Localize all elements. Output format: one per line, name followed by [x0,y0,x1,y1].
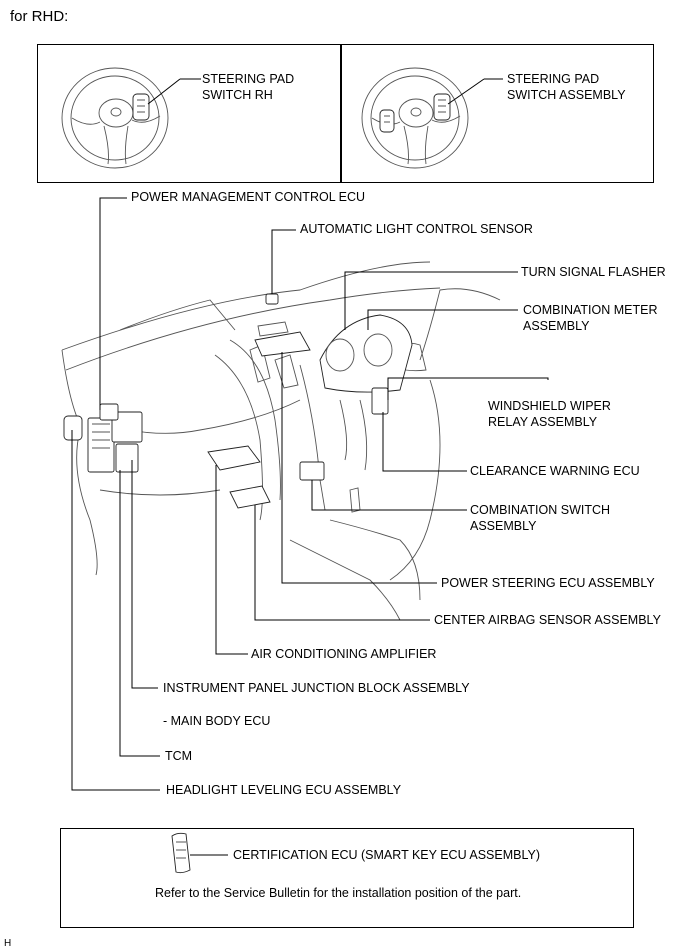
label-airbag-sensor: CENTER AIRBAG SENSOR ASSEMBLY [434,613,661,627]
label-steering-pad-assembly-line2: SWITCH ASSEMBLY [507,88,626,102]
steering-wheel-left-drawing [61,67,169,169]
leader-lines [71,197,549,791]
label-wiper-relay-line1: WINDSHIELD WIPER [488,399,611,413]
corner-mark: H [4,938,12,949]
label-certification-ecu: CERTIFICATION ECU (SMART KEY ECU ASSEMBL… [233,848,541,862]
label-combination-switch-line2: ASSEMBLY [470,519,537,533]
label-headlight-leveling: HEADLIGHT LEVELING ECU ASSEMBLY [166,783,402,797]
label-wiper-relay-line2: RELAY ASSEMBLY [488,415,598,429]
label-junction-block: INSTRUMENT PANEL JUNCTION BLOCK ASSEMBLY [163,681,470,695]
label-combination-meter-line1: COMBINATION METER [523,303,658,317]
label-clearance-warning-ecu: CLEARANCE WARNING ECU [470,464,640,478]
label-steering-pad-rh-line2: SWITCH RH [202,88,273,102]
label-main-body-ecu: - MAIN BODY ECU [163,714,271,728]
page-title: for RHD: [10,8,69,25]
label-combination-meter-line2: ASSEMBLY [523,319,590,333]
label-auto-light-sensor: AUTOMATIC LIGHT CONTROL SENSOR [300,222,533,236]
dashboard-drawing [61,261,501,621]
steering-panel-left [37,44,342,183]
label-tcm: TCM [165,749,193,763]
label-steering-pad-assembly-line1: STEERING PAD [507,72,600,86]
label-steering-pad-rh-line1: STEERING PAD [202,72,295,86]
certification-ecu-drawing [171,832,191,874]
label-power-management-ecu: POWER MANAGEMENT CONTROL ECU [131,190,366,204]
label-power-steering-ecu: POWER STEERING ECU ASSEMBLY [441,576,655,590]
label-combination-switch-line1: COMBINATION SWITCH [470,503,611,517]
steering-wheel-right-drawing [361,67,469,169]
installation-note: Refer to the Service Bulletin for the in… [155,886,522,900]
certification-ecu-box [60,828,634,928]
label-turn-signal-flasher: TURN SIGNAL FLASHER [521,265,666,279]
label-ac-amplifier: AIR CONDITIONING AMPLIFIER [251,647,437,661]
steering-panel-right [340,44,654,183]
